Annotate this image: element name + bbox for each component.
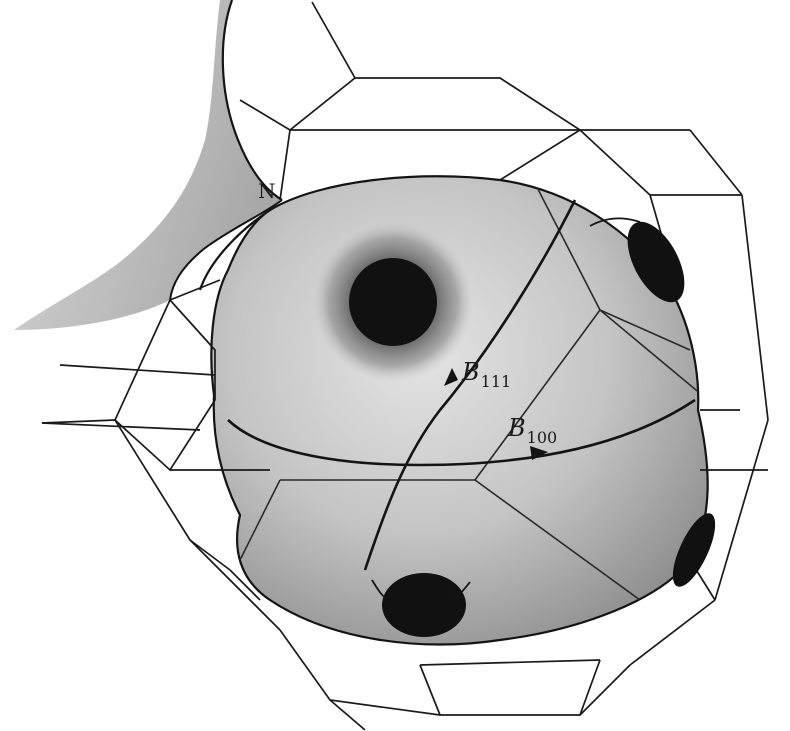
- front-pocket: [349, 258, 437, 346]
- bottom-pocket: [382, 573, 466, 637]
- neck-label: N: [258, 179, 276, 203]
